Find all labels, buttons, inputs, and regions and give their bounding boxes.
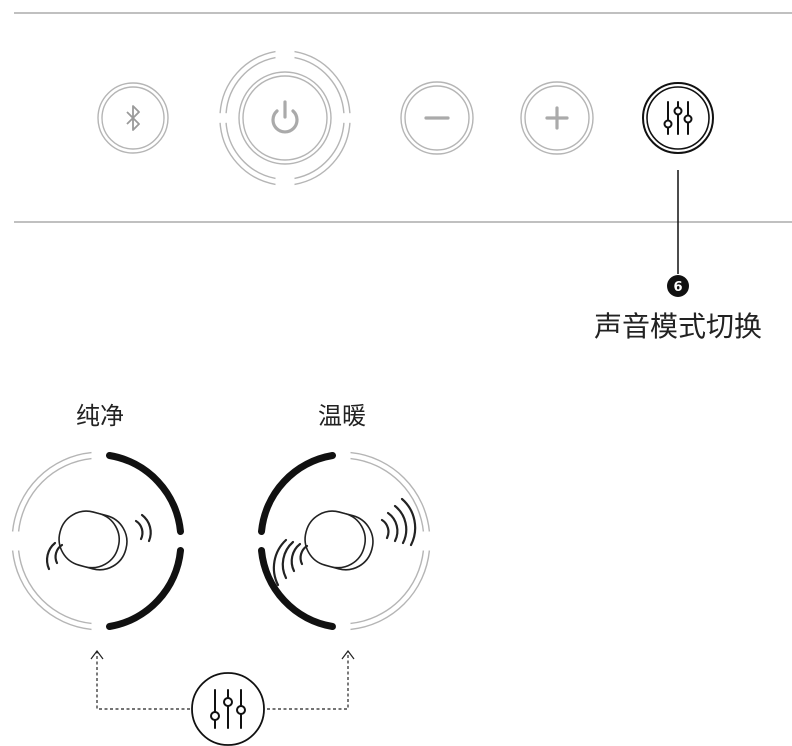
sound-mode-button-bottom[interactable] xyxy=(191,672,265,746)
speaker-icon xyxy=(58,510,128,571)
callout-label: 声音模式切换 xyxy=(594,310,762,343)
volume-down-button[interactable] xyxy=(400,81,474,155)
equalizer-sliders-icon xyxy=(210,689,246,729)
warm-mode-indicator xyxy=(258,451,431,631)
speaker-icon xyxy=(304,510,374,571)
sound-waves-small xyxy=(45,513,152,571)
equalizer-sliders-icon xyxy=(663,101,693,135)
warm-mode-ring-right-inactive xyxy=(350,451,431,631)
mode-label-warm: 温暖 xyxy=(318,402,366,430)
power-led-ring xyxy=(219,50,351,186)
mode-label-pure: 纯净 xyxy=(76,402,124,430)
volume-up-button[interactable] xyxy=(520,81,594,155)
pure-mode-ring-left-inactive xyxy=(11,451,92,631)
warm-mode-ring-left-active xyxy=(258,452,336,630)
power-button[interactable] xyxy=(219,50,351,186)
callout-number-badge: 6 xyxy=(667,275,689,297)
toggle-arrows xyxy=(90,650,355,710)
callout-number: 6 xyxy=(673,280,682,295)
plus-icon xyxy=(545,106,569,130)
sound-waves-large xyxy=(272,497,417,587)
sound-mode-button[interactable] xyxy=(642,82,714,154)
pure-mode-indicator xyxy=(11,451,184,631)
bluetooth-button[interactable] xyxy=(97,82,169,154)
pure-mode-ring-right-active xyxy=(106,452,184,630)
power-icon xyxy=(271,100,299,134)
bluetooth-icon xyxy=(126,105,140,131)
